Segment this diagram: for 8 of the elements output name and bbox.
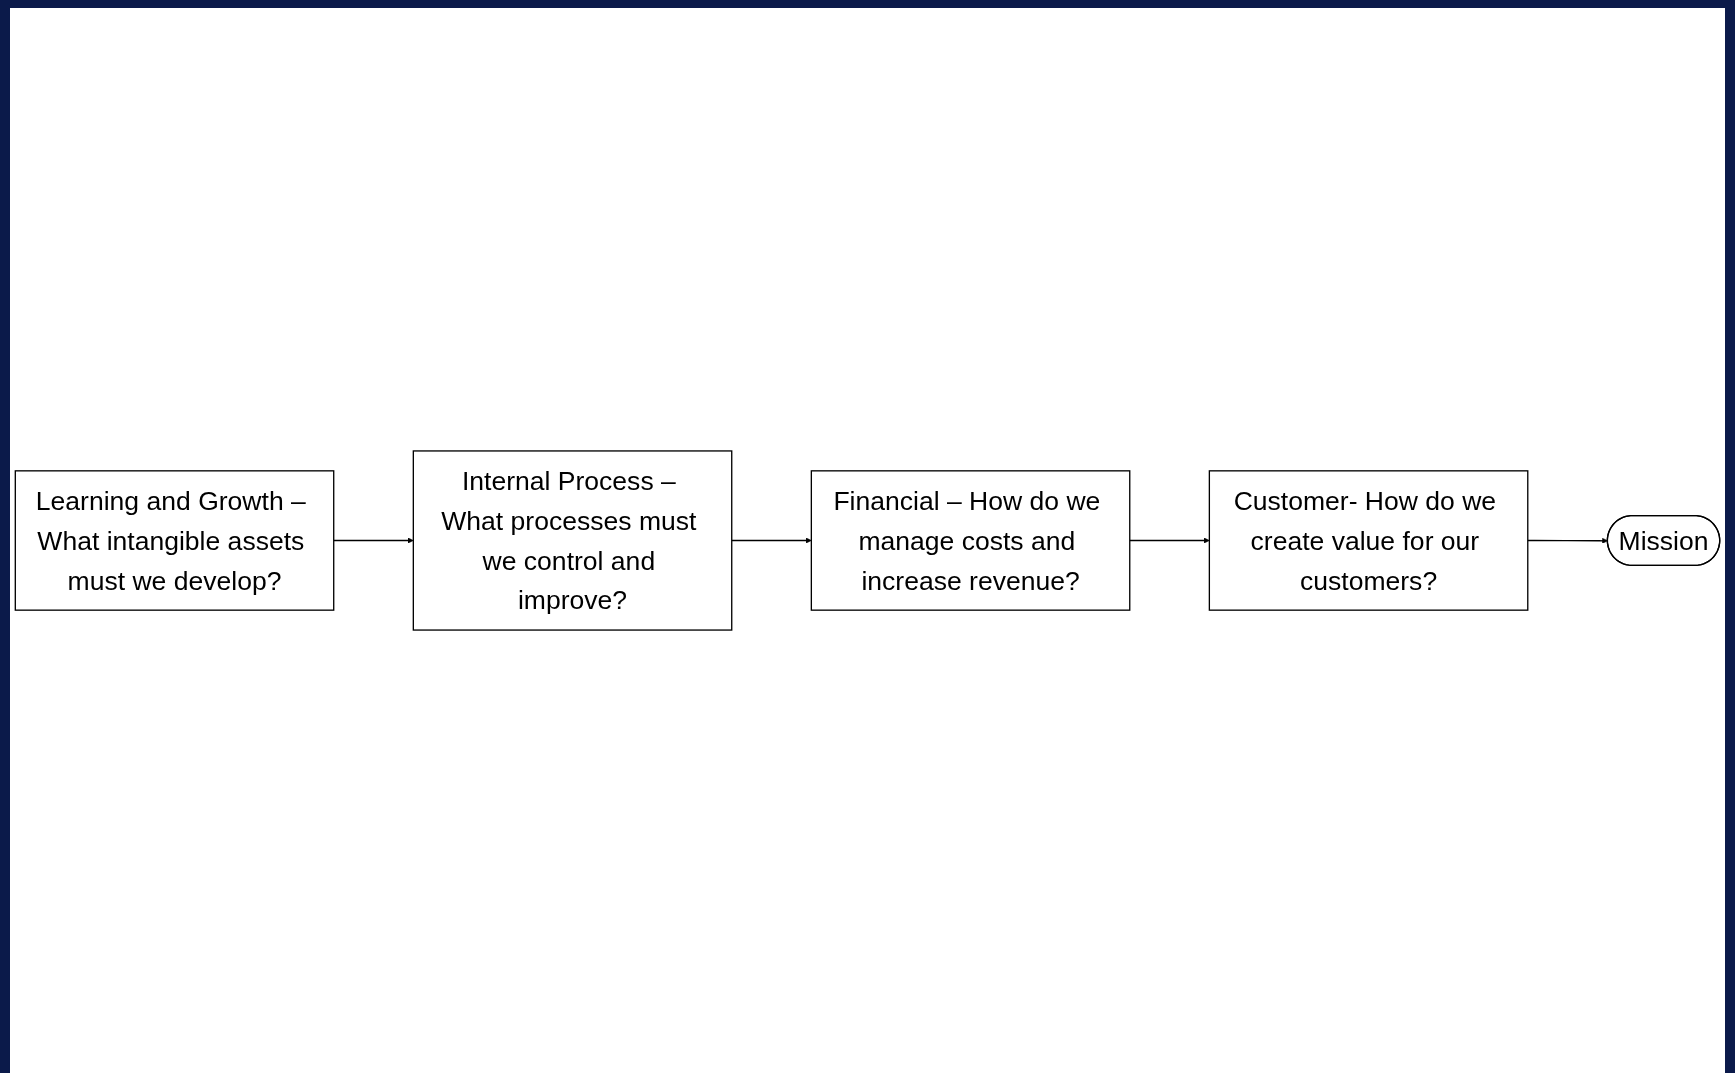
node-box: Financial – How do we manage costs and increase revenue? (810, 470, 1131, 611)
arrow (731, 537, 812, 544)
arrow (333, 537, 414, 544)
node-box: Learning and Growth – What intangible assets must we develop? (14, 470, 335, 611)
node-box: Internal Process – What processes must we control and improve? (412, 450, 733, 631)
arrow (1129, 537, 1210, 544)
node-box: Customer- How do we create value for our customers? (1208, 470, 1529, 611)
arrow (1527, 537, 1608, 544)
